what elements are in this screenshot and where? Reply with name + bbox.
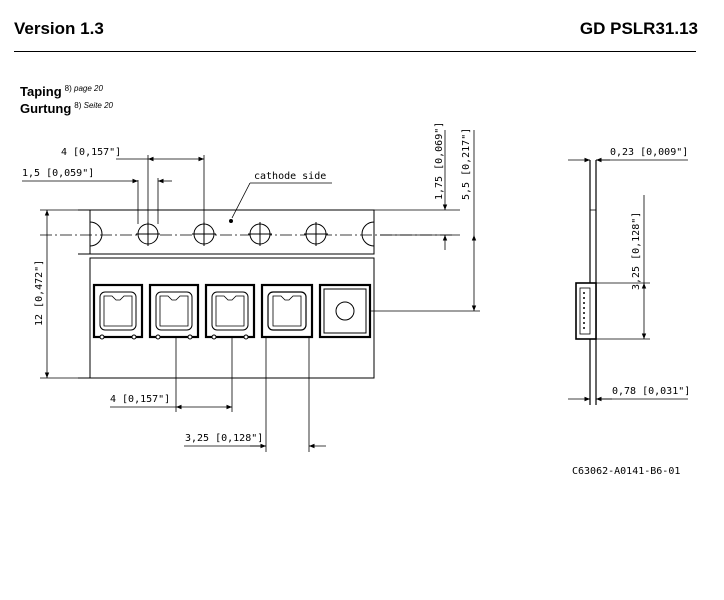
dim-pocket-width-label: 3,25 [0,128"] — [185, 433, 263, 444]
dim-pocket-width — [184, 337, 326, 452]
dim-center-line-label: 5,5 [0,217"] — [461, 128, 472, 200]
half-hole-right — [361, 221, 375, 247]
version-label: Version 1.3 — [14, 19, 104, 38]
dim-cover-thickness-label: 0,23 [0,009"] — [610, 147, 688, 158]
dim-pocket-depth — [596, 195, 650, 340]
taping-footnote-ref: 8) page 20 — [65, 84, 103, 93]
dim-center-line — [370, 130, 480, 312]
dim-hole-offset — [22, 178, 172, 224]
sprocket-strip — [89, 209, 375, 255]
dim-pitch-bottom-label: 4 [0,157"] — [110, 394, 170, 405]
half-hole-left — [89, 221, 103, 247]
dim-pitch-top — [116, 155, 205, 222]
taping-footnote-number: 8) — [64, 84, 72, 93]
pocket-with-component — [260, 283, 314, 339]
dim-tape-width — [40, 209, 90, 379]
taping-footnote-page: page 20 — [74, 84, 103, 93]
drawing-number: C63062-A0141-B6-01 — [572, 466, 680, 477]
gurtung-footnote-ref: 8) Seite 20 — [74, 101, 113, 110]
part-number: GD PSLR31.13 — [579, 19, 698, 38]
component-pockets — [92, 283, 372, 340]
header-divider — [14, 51, 696, 52]
cathode-side-label: cathode side — [254, 171, 326, 182]
gurtung-footnote-page: Seite 20 — [83, 101, 113, 110]
sprocket-hole — [248, 222, 272, 246]
dim-edge-hole-label: 1,75 [0,069"] — [434, 122, 445, 200]
sprocket-hole — [136, 222, 160, 246]
dim-pitch-bottom — [110, 337, 233, 412]
dim-pocket-depth-label: 3,25 [0,128"] — [631, 212, 642, 290]
sprocket-hole — [304, 222, 328, 246]
tape-side-view — [575, 160, 597, 405]
cathode-leader — [228, 182, 332, 223]
pocket-with-component — [92, 283, 144, 340]
dim-hole-offset-label: 1,5 [0,059"] — [22, 168, 94, 179]
empty-pocket — [318, 283, 372, 339]
dim-carrier-thickness-label: 0,78 [0,031"] — [612, 386, 690, 397]
gurtung-title: Gurtung — [20, 101, 72, 116]
dim-tape-width-label: 12 [0,472"] — [34, 260, 45, 326]
dim-edge-hole — [374, 130, 460, 250]
sprocket-holes — [136, 222, 328, 246]
taping-title: Taping — [20, 84, 62, 99]
sprocket-hole — [192, 222, 216, 246]
pocket-with-component — [204, 283, 256, 340]
dim-pitch-top-label: 4 [0,157"] — [61, 147, 121, 158]
gurtung-footnote-number: 8) — [74, 101, 82, 110]
pocket-with-component — [148, 283, 200, 340]
